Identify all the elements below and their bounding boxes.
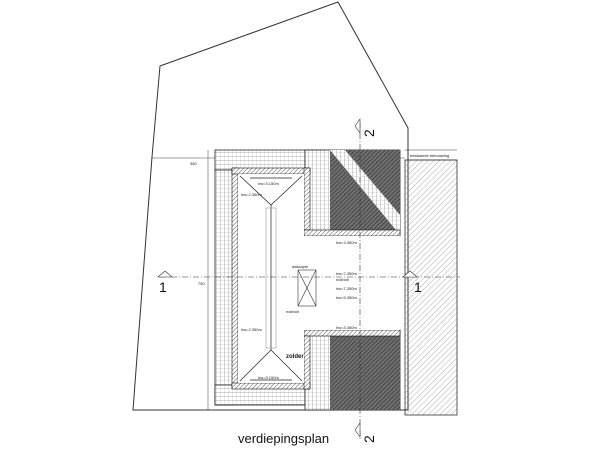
plan-title: verdiepingsplan [238, 431, 329, 446]
level-hw-bottom: hw=3.150m [258, 375, 279, 380]
level-dakkapel: dakkapel [292, 264, 308, 269]
level-hw-mid-c: hw=7.350m [336, 286, 357, 291]
level-hw-top: hw=3.150m [258, 181, 279, 186]
level-nok: nokhoh [336, 277, 349, 282]
attic-corridor [304, 236, 400, 330]
dim-left-height: 750 [198, 281, 205, 286]
shade-lower [330, 335, 400, 410]
shade-upper-cut [330, 150, 400, 235]
level-nok-2: nokhoh [286, 309, 299, 314]
section-marker-2-top: 2 [361, 129, 377, 137]
neighbour-label: bestaande bebouwing [410, 153, 449, 158]
level-hw-mid-d: hw=5.350m [336, 295, 357, 300]
dim-top-width: 380 [190, 161, 197, 166]
section-marker-1-left: 1 [159, 279, 167, 295]
room-label-zolder: zolder [286, 354, 304, 360]
section-line-1 [157, 270, 460, 278]
roof-hatch [297, 269, 317, 307]
level-hw-mid-b: hw=7.350m [336, 271, 357, 276]
level-hw-mid-a: hw=3.350m [336, 240, 357, 245]
level-hw-left-top: hw=2.350m [241, 192, 262, 197]
section-line-2 [354, 118, 361, 440]
section-marker-1-right: 1 [414, 279, 422, 295]
hip-lines [239, 175, 303, 382]
level-hw-lower: hw=3.350m [336, 325, 357, 330]
walls [231, 167, 401, 390]
neighbour-building [404, 159, 458, 416]
section-marker-2-bottom: 2 [361, 435, 377, 443]
level-hw-left-mid: hw=2.350m [241, 327, 262, 332]
